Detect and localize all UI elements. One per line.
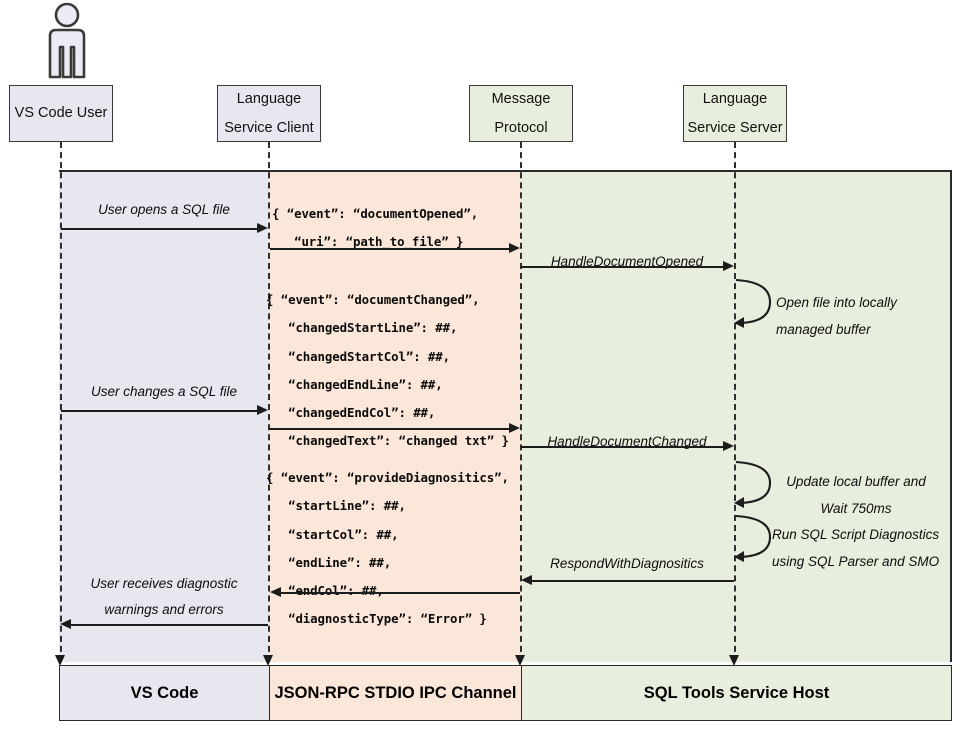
note-open-file: Open file into locally managed buffer: [776, 289, 897, 343]
message-arrow-user-receives: [70, 624, 268, 626]
message-arrow-changed-to-protocol: [270, 428, 510, 430]
message-label-line1: User receives diagnostic: [90, 576, 238, 591]
arrow-head-icon: [257, 223, 268, 233]
message-label-line2: warnings and errors: [104, 602, 224, 618]
arrow-head-icon: [263, 655, 273, 666]
note-line1: Update local buffer and: [786, 474, 926, 489]
arrow-head-icon: [723, 441, 734, 451]
arrow-head-icon: [509, 243, 520, 253]
lifeline-box-language-service-server: Language Service Server: [683, 85, 787, 142]
self-loop-run-diagnostics: [734, 512, 780, 569]
note-update-buffer: Update local buffer and Wait 750ms: [776, 468, 936, 522]
message-arrow-user-opens: [61, 228, 259, 230]
payload-document-opened: { “event”: “documentOpened”, “uri”: “pat…: [272, 206, 479, 250]
lifeline-box-user: VS Code User: [9, 85, 113, 142]
note-line2: managed buffer: [776, 322, 871, 337]
lifeline-message-protocol: [520, 142, 522, 662]
lifeline-label-line1: Language: [236, 91, 302, 108]
message-label-user-opens: User opens a SQL file: [98, 202, 230, 217]
message-label-handle-document-opened: HandleDocumentOpened: [550, 254, 704, 269]
footer-vs-code: VS Code: [59, 665, 270, 721]
note-line2: using SQL Parser and SMO: [772, 554, 940, 569]
arrow-head-icon: [729, 655, 739, 666]
footer-label: VS Code: [130, 683, 199, 702]
arrow-head-icon: [723, 261, 734, 271]
note-line2: Wait 750ms: [820, 501, 892, 516]
person-icon: [36, 2, 98, 85]
footer-label: JSON-RPC STDIO IPC Channel: [274, 683, 517, 702]
lifeline-language-service-client: [268, 142, 270, 662]
message-arrow-handle-document-changed: [521, 446, 724, 448]
footer-label: SQL Tools Service Host: [643, 683, 830, 702]
message-arrow-opened-to-protocol: [270, 248, 510, 250]
payload-document-changed: { “event”: “documentChanged”, “changedSt…: [266, 292, 509, 449]
lifeline-label-line1: Message: [491, 91, 551, 108]
footer-json-rpc: JSON-RPC STDIO IPC Channel: [269, 665, 522, 721]
lifeline-label-line1: Language: [702, 91, 768, 108]
footer-sql-tools-service-host: SQL Tools Service Host: [521, 665, 952, 721]
lifeline-box-language-service-client: Language Service Client: [217, 85, 321, 142]
lifeline-user: [60, 142, 62, 662]
note-run-diagnostics: Run SQL Script Diagnostics using SQL Par…: [772, 521, 939, 575]
arrow-head-icon: [509, 423, 520, 433]
arrow-head-icon: [270, 587, 281, 597]
message-label-user-receives: User receives diagnostic warnings and er…: [60, 571, 268, 624]
band-sql-tools-service-host: [521, 170, 952, 662]
arrow-head-icon: [60, 619, 71, 629]
band-vs-code: [59, 170, 269, 662]
lifeline-box-message-protocol: Message Protocol: [469, 85, 573, 142]
lifeline-label-line2: Service Client: [224, 119, 314, 136]
payload-provide-diagnositics: { “event”: “provideDiagnositics”, “start…: [266, 470, 509, 627]
arrow-head-icon: [515, 655, 525, 666]
message-arrow-diagnostics-to-client: [280, 592, 520, 594]
arrow-head-icon: [55, 655, 65, 666]
message-label-handle-document-changed: HandleDocumentChanged: [547, 434, 707, 449]
self-loop-update-buffer: [734, 458, 780, 515]
note-line1: Open file into locally: [776, 295, 897, 310]
note-line1: Run SQL Script Diagnostics: [772, 527, 940, 542]
message-label-user-changes: User changes a SQL file: [90, 384, 238, 399]
message-arrow-respond-with-diagnositics: [531, 580, 734, 582]
lifeline-label-line2: Protocol: [494, 119, 548, 136]
message-arrow-user-changes: [61, 410, 259, 412]
self-loop-open-file: [734, 276, 780, 335]
band-json-rpc: [269, 170, 521, 662]
arrow-head-icon: [257, 405, 268, 415]
message-arrow-handle-document-opened: [521, 266, 724, 268]
lifeline-language-service-server: [734, 142, 736, 662]
lifeline-label-line1: VS Code User: [14, 105, 108, 122]
message-label-respond-with-diagnositics: RespondWithDiagnositics: [550, 556, 704, 571]
lifeline-label-line2: Service Server: [687, 119, 783, 136]
arrow-head-icon: [521, 575, 532, 585]
